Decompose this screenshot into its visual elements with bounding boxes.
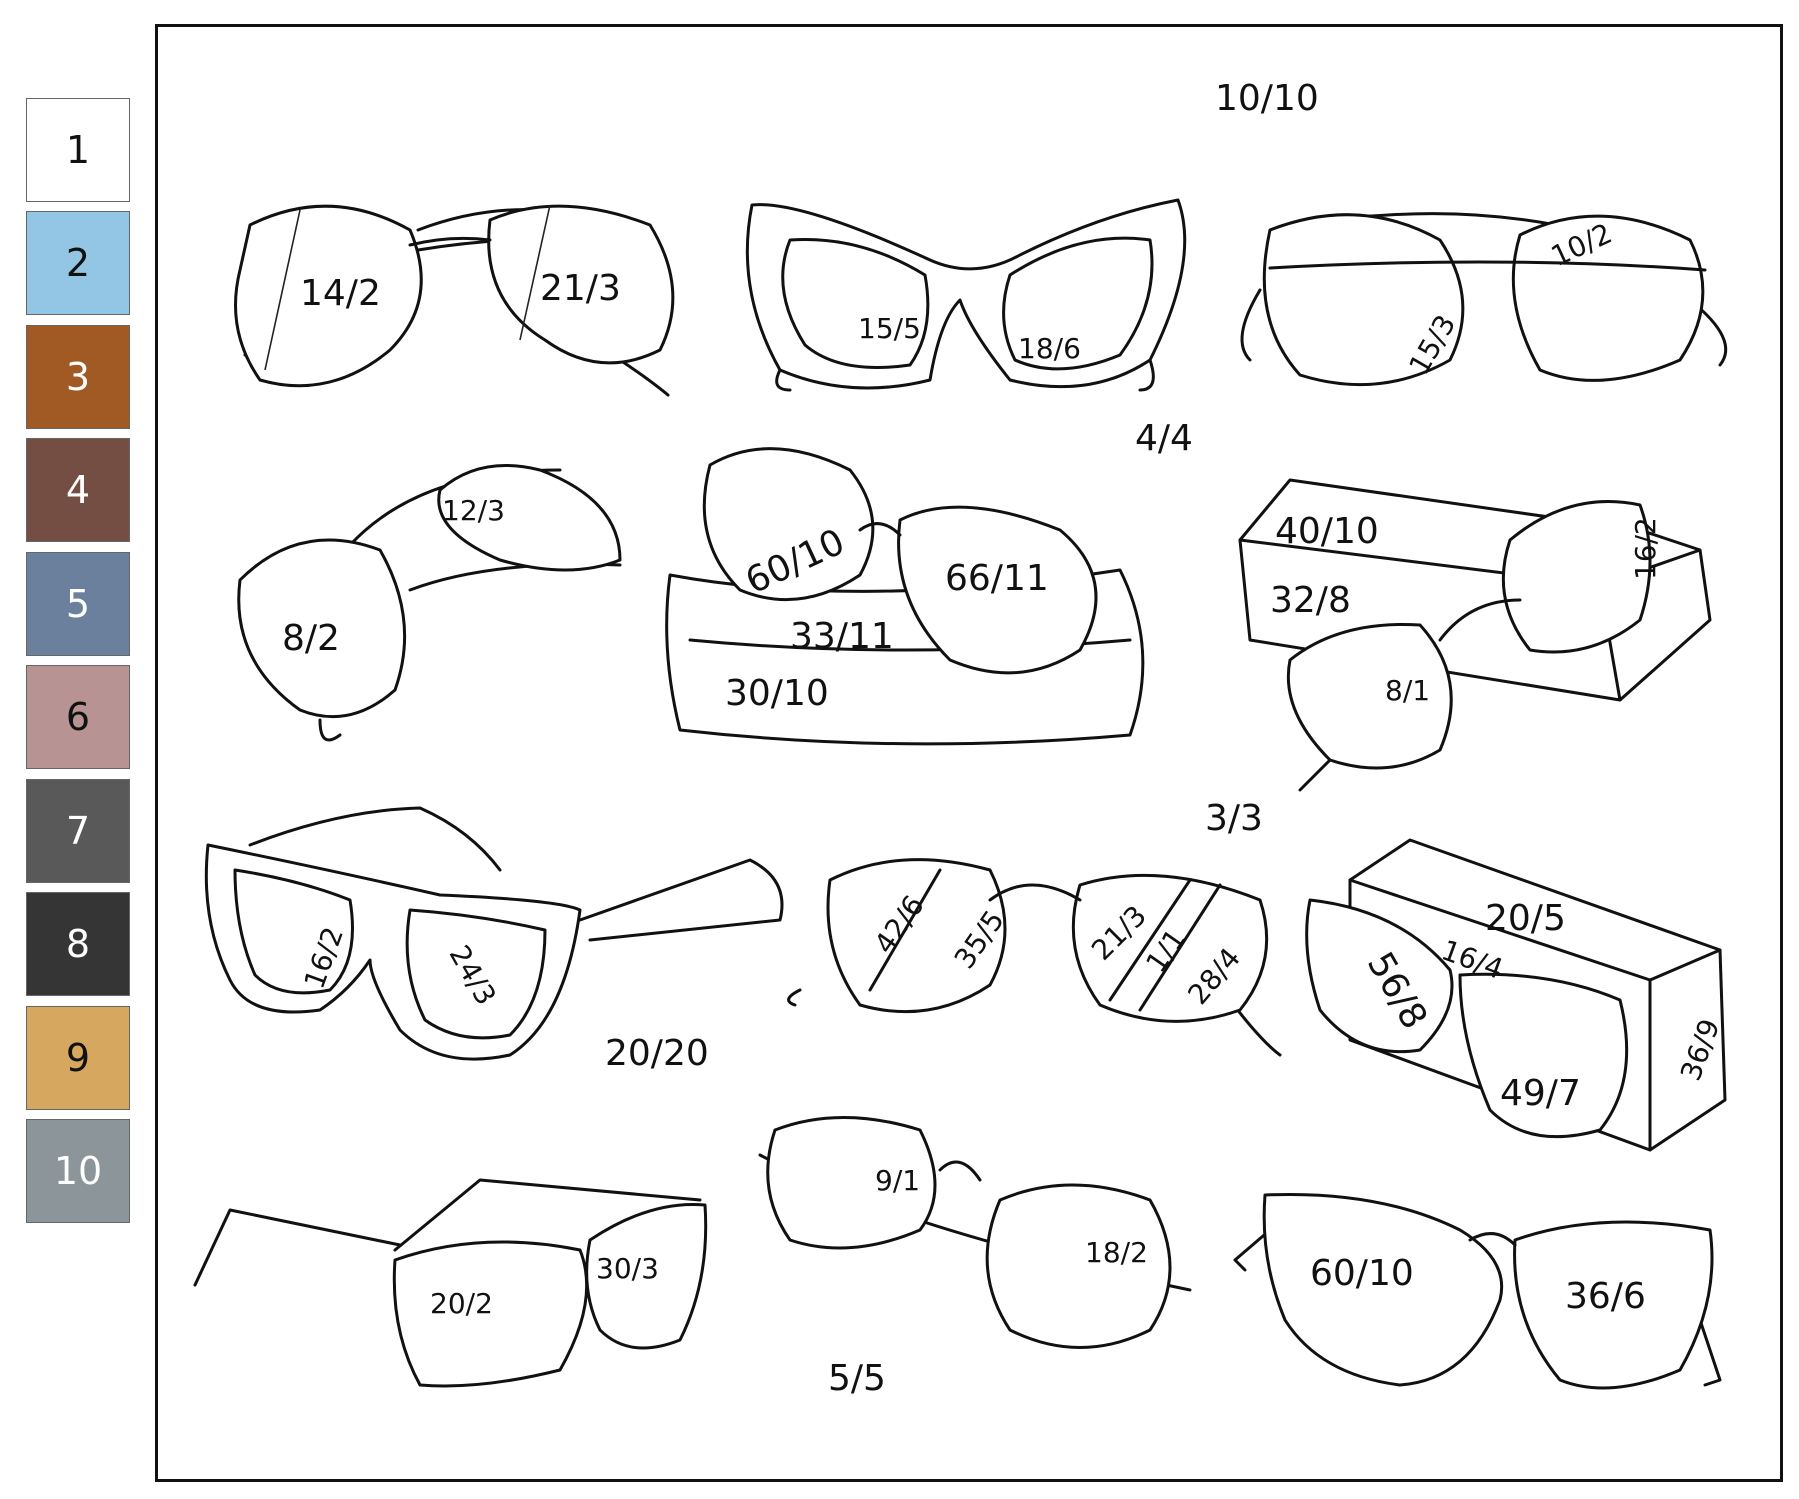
region-label[interactable]: 33/11 <box>790 616 894 657</box>
region-label[interactable]: 30/10 <box>725 673 829 714</box>
region-label[interactable]: 16/2 <box>1629 517 1662 580</box>
region-label[interactable]: 30/3 <box>596 1252 659 1285</box>
case1-top-lens[interactable] <box>1501 500 1652 654</box>
cateye2-left-lens[interactable] <box>392 1240 589 1388</box>
swatch-number: 1 <box>65 128 91 172</box>
wayfarer-glasses[interactable] <box>204 806 784 1061</box>
region-label[interactable]: 4/4 <box>1135 418 1193 459</box>
folded-aviator-glasses[interactable] <box>237 464 622 742</box>
case2-left-lens[interactable] <box>1305 898 1454 1054</box>
swatch-number: 9 <box>65 1036 91 1080</box>
palette-swatch-5[interactable]: 5 <box>26 552 130 656</box>
swatch-number: 6 <box>65 695 91 739</box>
aviator-glasses-1[interactable] <box>234 204 675 397</box>
cateye-right-lens[interactable] <box>1002 236 1154 371</box>
color-palette: 1 2 3 4 5 6 7 8 9 10 <box>0 0 140 1499</box>
cateye-glasses-2[interactable] <box>193 1178 708 1388</box>
case2-right-lens[interactable] <box>1458 972 1629 1139</box>
region-label[interactable]: 5/5 <box>828 1358 886 1399</box>
folded-bottom-lens[interactable] <box>237 538 407 719</box>
swatch-number: 2 <box>65 241 91 285</box>
case-with-glasses-2[interactable] <box>1305 838 1727 1152</box>
palette-swatch-7[interactable]: 7 <box>26 779 130 883</box>
region-label[interactable]: 15/5 <box>858 312 921 345</box>
swatch-number: 5 <box>65 582 91 626</box>
region-label[interactable]: 8/2 <box>282 618 340 659</box>
region-label[interactable]: 10/10 <box>1215 78 1319 119</box>
aviator1-right-lens[interactable] <box>487 204 675 365</box>
aviator1-left-lens[interactable] <box>234 204 423 388</box>
case-with-glasses-1[interactable] <box>1238 478 1712 792</box>
coloring-canvas[interactable] <box>155 24 1783 1482</box>
pouch-right-lens[interactable] <box>897 505 1098 675</box>
region-label[interactable]: 20/20 <box>605 1033 709 1074</box>
region-label[interactable]: 12/3 <box>442 494 505 527</box>
palette-swatch-6[interactable]: 6 <box>26 665 130 769</box>
region-label[interactable]: 66/11 <box>945 558 1049 599</box>
region-label[interactable]: 8/1 <box>1385 674 1430 707</box>
swatch-number: 3 <box>65 355 91 399</box>
region-label[interactable]: 20/2 <box>430 1287 493 1320</box>
big-left-lens[interactable] <box>1262 1192 1504 1387</box>
palette-swatch-8[interactable]: 8 <box>26 892 130 996</box>
region-label[interactable]: 18/6 <box>1018 332 1081 365</box>
palette-swatch-2[interactable]: 2 <box>26 211 130 315</box>
region-label[interactable]: 40/10 <box>1275 511 1379 552</box>
pouch-with-glasses[interactable] <box>665 447 1145 746</box>
region-label[interactable]: 18/2 <box>1085 1236 1148 1269</box>
lennon-bottom-lens[interactable] <box>985 1183 1172 1349</box>
cateye2-right-lens[interactable] <box>585 1202 708 1350</box>
big-frame-glasses[interactable] <box>1233 1192 1722 1390</box>
lennon-glasses[interactable] <box>758 1116 1192 1349</box>
region-label[interactable]: 60/10 <box>1310 1253 1414 1294</box>
swatch-number: 4 <box>65 468 91 512</box>
cateye-glasses-1[interactable] <box>745 198 1187 392</box>
round-glasses-1[interactable] <box>1240 212 1728 387</box>
case1-bottom-lens[interactable] <box>1286 622 1453 770</box>
palette-swatch-1[interactable]: 1 <box>26 98 130 202</box>
big-right-lens[interactable] <box>1513 1220 1714 1390</box>
region-label[interactable]: 32/8 <box>1270 580 1351 621</box>
pouch-left-lens[interactable] <box>702 447 875 602</box>
round2-left-lens[interactable] <box>826 858 1007 1014</box>
round-glasses-2[interactable] <box>787 858 1282 1057</box>
region-label[interactable]: 49/7 <box>1500 1073 1581 1114</box>
wayfarer-right-lens[interactable] <box>405 908 547 1040</box>
region-label[interactable]: 9/1 <box>875 1164 920 1197</box>
lennon-top-lens[interactable] <box>766 1116 937 1250</box>
palette-swatch-4[interactable]: 4 <box>26 438 130 542</box>
round1-left-lens[interactable] <box>1262 213 1465 387</box>
region-label[interactable]: 21/3 <box>540 268 621 309</box>
cateye-left-lens[interactable] <box>781 237 930 369</box>
palette-swatch-10[interactable]: 10 <box>26 1119 130 1223</box>
palette-swatch-9[interactable]: 9 <box>26 1006 130 1110</box>
swatch-number: 8 <box>65 922 91 966</box>
region-label[interactable]: 36/6 <box>1565 1276 1646 1317</box>
swatch-number: 7 <box>65 809 91 853</box>
region-label[interactable]: 20/5 <box>1485 898 1566 939</box>
round1-right-lens[interactable] <box>1511 214 1705 382</box>
region-label[interactable]: 14/2 <box>300 273 381 314</box>
wayfarer-left-lens[interactable] <box>233 868 354 995</box>
region-label[interactable]: 3/3 <box>1205 798 1263 839</box>
folded-top-lens[interactable] <box>437 464 622 572</box>
swatch-number: 10 <box>53 1149 103 1193</box>
palette-swatch-3[interactable]: 3 <box>26 325 130 429</box>
